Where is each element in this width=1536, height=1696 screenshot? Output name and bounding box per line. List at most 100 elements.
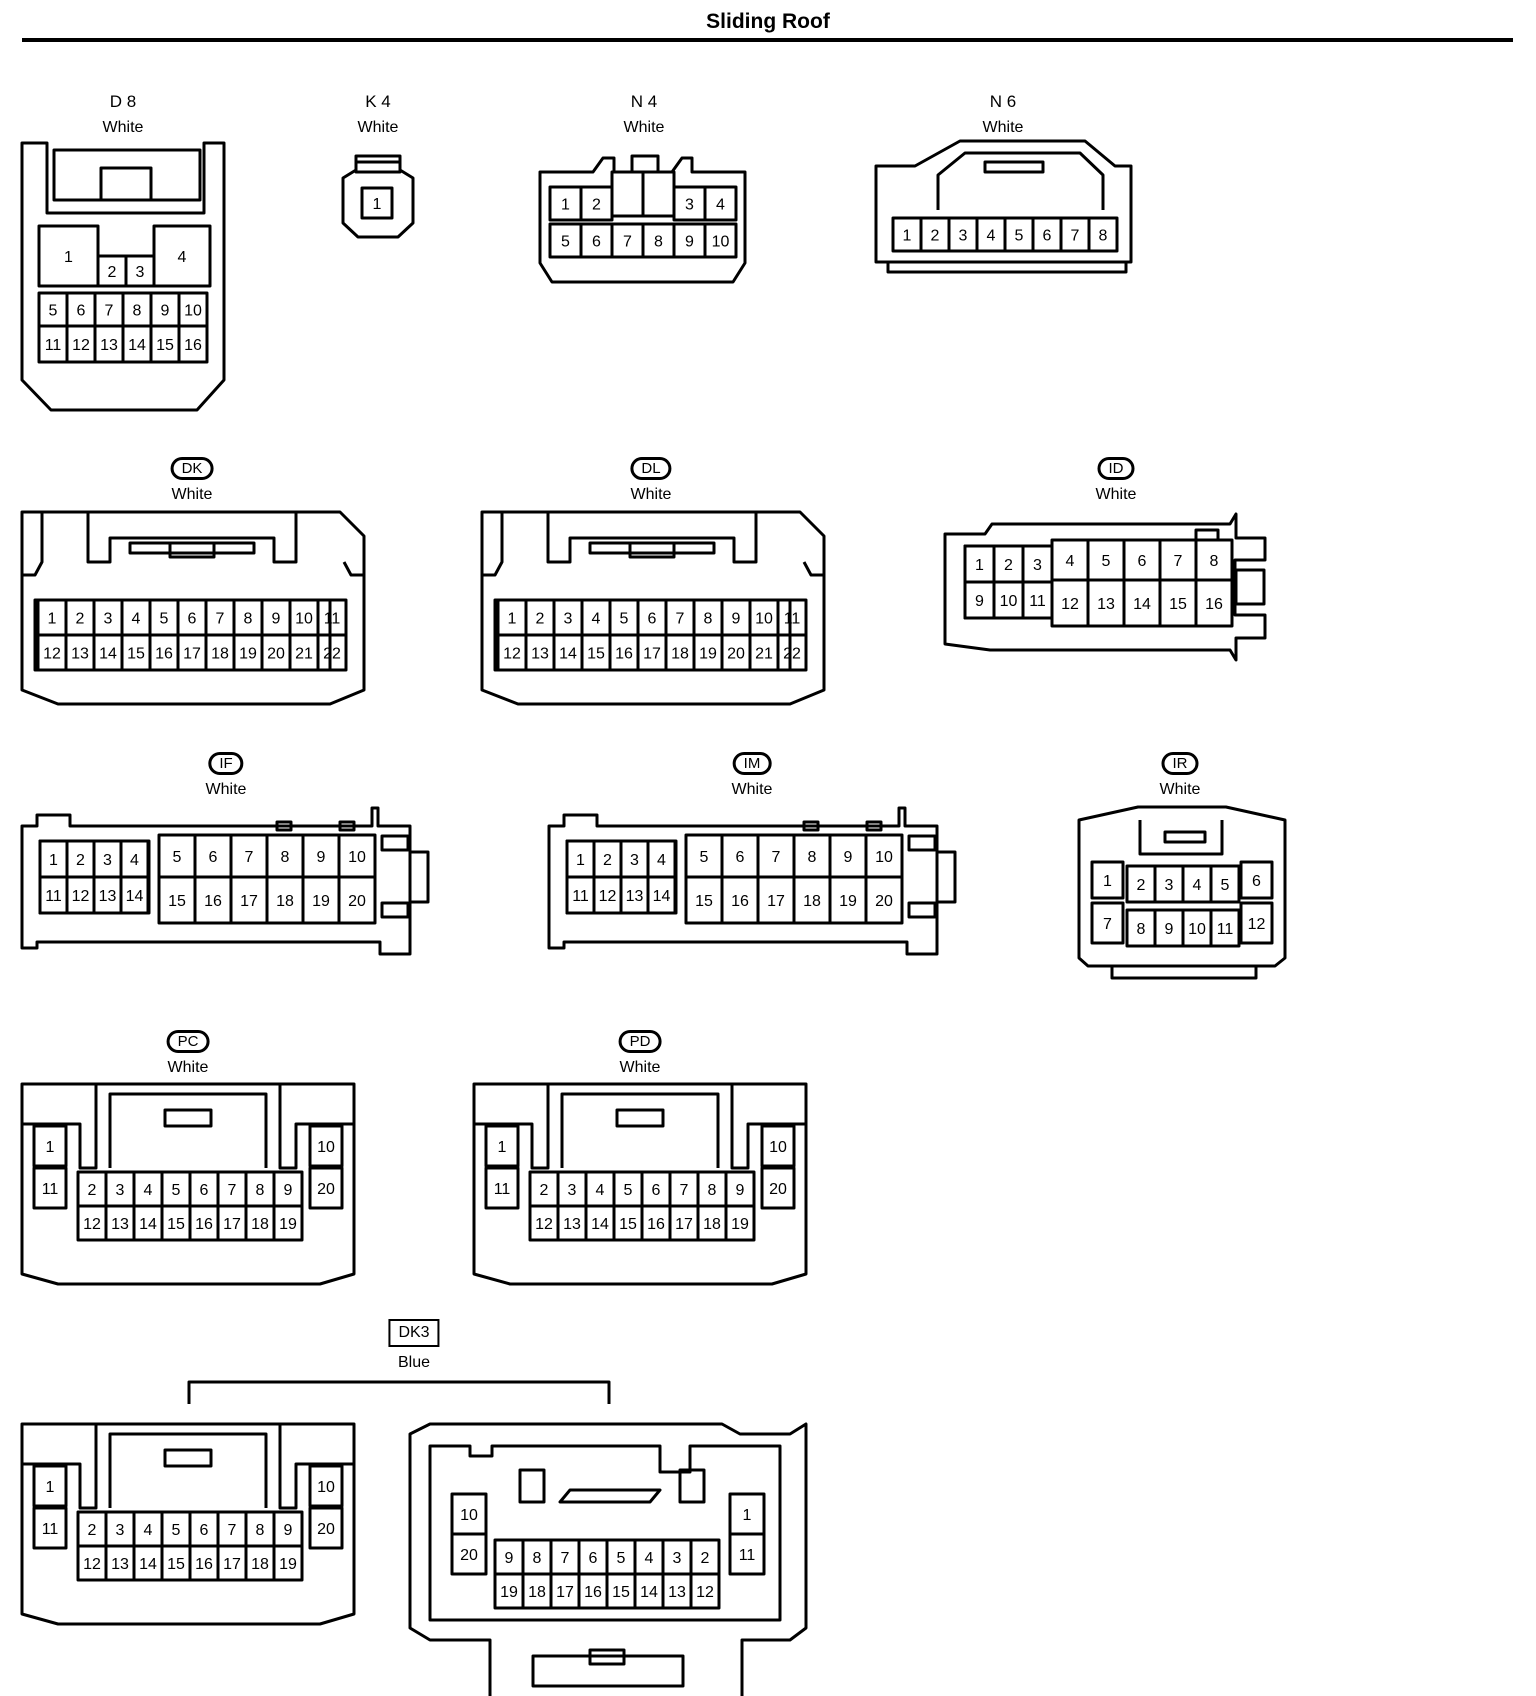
pin-number: 16	[731, 893, 749, 910]
pin-number: 11	[324, 611, 341, 628]
connector-outline	[108, 1092, 268, 1168]
pin-number: 7	[216, 611, 225, 628]
pin-number: 14	[653, 888, 671, 905]
pin-number: 17	[556, 1584, 574, 1601]
pin-number: 13	[531, 646, 549, 663]
connector-dk3-color: Blue	[397, 1354, 431, 1371]
pin-number: 8	[533, 1550, 542, 1567]
pin-number: 9	[844, 849, 853, 866]
pin-number: 5	[1102, 553, 1111, 570]
pin-number: 7	[772, 849, 781, 866]
connector-outline	[531, 1654, 685, 1688]
pin-number: 21	[295, 646, 313, 663]
pin-number: 18	[803, 893, 821, 910]
connector-outline	[802, 820, 820, 832]
pin-number: 13	[563, 1216, 581, 1233]
connector-outline	[588, 1648, 626, 1666]
pin-number: 12	[83, 1556, 101, 1573]
pin-number: 18	[251, 1556, 269, 1573]
pin-number: 3	[685, 197, 694, 214]
pin-number: 15	[695, 893, 713, 910]
pin-number: 1	[508, 611, 517, 628]
pin-number: 1	[576, 852, 585, 869]
connector-outline	[99, 166, 153, 202]
pin-number: 13	[100, 337, 118, 354]
pin-number: 7	[680, 1182, 689, 1199]
pin-number: 13	[71, 646, 89, 663]
connector-ir-code: IR	[1161, 752, 1199, 775]
pin-number: 15	[619, 1216, 637, 1233]
pin-number: 9	[736, 1182, 745, 1199]
connector-outline	[983, 160, 1045, 174]
pin-number: 12	[72, 888, 90, 905]
pin-number: 20	[460, 1547, 478, 1564]
connector-d8-color: White	[102, 119, 144, 136]
connector-outline	[472, 1082, 808, 1286]
pin-number: 11	[42, 1181, 59, 1198]
pin-cell	[32, 1124, 68, 1168]
pin-number: 18	[276, 893, 294, 910]
connector-pd-code: PD	[618, 1030, 662, 1053]
pin-number: 12	[72, 337, 90, 354]
pin-number: 6	[1043, 228, 1052, 245]
pin-number: 15	[127, 646, 145, 663]
connector-outline	[22, 1084, 354, 1170]
pin-number: 13	[111, 1556, 129, 1573]
pin-number: 8	[281, 849, 290, 866]
pin-number: 16	[195, 1216, 213, 1233]
pin-number: 20	[727, 646, 745, 663]
pin-number: 20	[317, 1181, 335, 1198]
pin-number: 19	[699, 646, 717, 663]
pin-number: 7	[1103, 916, 1112, 933]
pin-number: 5	[561, 234, 570, 251]
connector-outline	[482, 512, 504, 577]
connector-outline	[802, 561, 824, 577]
connector-im-color: White	[731, 781, 773, 798]
pin-number: 8	[244, 611, 253, 628]
page-title: Sliding Roof	[706, 10, 830, 33]
pin-number: 13	[111, 1216, 129, 1233]
pin-number: 20	[317, 1521, 335, 1538]
connector-outline	[865, 820, 883, 832]
connector-im-code: IM	[732, 752, 772, 775]
pin-number: 19	[731, 1216, 749, 1233]
pin-number: 8	[1099, 228, 1108, 245]
pin-number: 7	[228, 1522, 237, 1539]
pin-number: 14	[591, 1216, 609, 1233]
pin-number: 10	[317, 1139, 335, 1156]
connector-dk-code: DK	[170, 457, 214, 480]
pin-number: 2	[701, 1550, 710, 1567]
connector-outline	[354, 160, 402, 174]
pin-number: 20	[348, 893, 366, 910]
pin-number: 6	[1138, 553, 1147, 570]
connector-outline	[518, 1468, 546, 1504]
pin-number: 15	[1169, 596, 1187, 613]
pin-number: 12	[535, 1216, 553, 1233]
pin-number: 14	[139, 1556, 157, 1573]
connector-outline	[20, 806, 412, 956]
pin-number: 6	[648, 611, 657, 628]
connector-outline	[1234, 568, 1266, 606]
pin-number: 22	[783, 646, 801, 663]
connector-outline	[1138, 820, 1224, 856]
pin-cell	[1090, 901, 1125, 945]
pin-number: 20	[267, 646, 285, 663]
connector-dl-color: White	[630, 486, 672, 503]
connector-outline	[163, 1108, 213, 1128]
connector-if-color: White	[205, 781, 247, 798]
pin-number: 1	[903, 228, 912, 245]
connector-outline	[380, 901, 410, 919]
pin-number: 17	[767, 893, 785, 910]
connector-outline	[20, 510, 366, 706]
connector-outline	[546, 512, 758, 564]
pin-number: 13	[99, 888, 117, 905]
pin-number: 9	[272, 611, 281, 628]
pin-number: 1	[373, 196, 382, 213]
pin-number: 11	[572, 888, 589, 905]
pin-number: 15	[156, 337, 174, 354]
pin-number: 7	[623, 234, 632, 251]
pin-number: 1	[48, 611, 57, 628]
pin-number: 2	[88, 1182, 97, 1199]
pin-number: 1	[975, 557, 984, 574]
pin-number: 4	[132, 611, 141, 628]
